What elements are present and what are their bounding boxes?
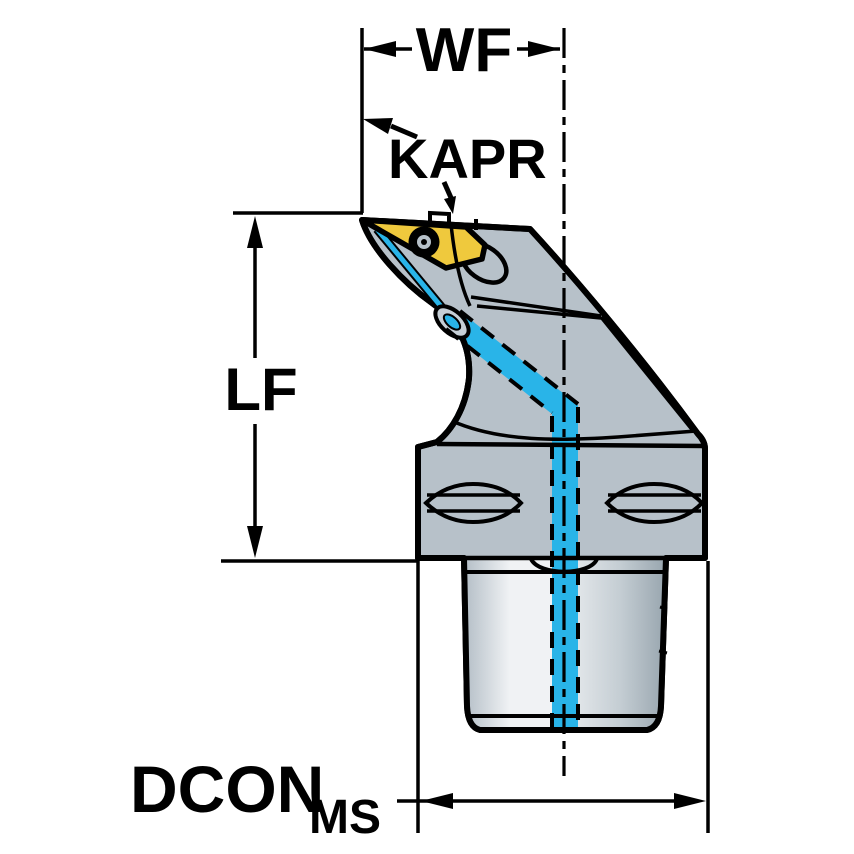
slot-left-groove-lines (427, 493, 520, 513)
dcon-arrow-right-icon (674, 793, 706, 809)
kapr-label: KAPR (388, 127, 547, 190)
coolant-duct (447, 312, 578, 729)
wf-arrow-right-icon (528, 41, 560, 57)
coolant-hidden-edge-lower (444, 327, 554, 415)
slot-right-groove-lines (608, 493, 701, 513)
dcon-subscript-label: MS (309, 791, 381, 844)
lf-arrow-down-icon (247, 526, 263, 558)
dcon-label: DCON (130, 752, 324, 826)
flange-slot-left (423, 481, 524, 525)
tool-head-details (359, 210, 696, 434)
kapr-leader-line-lower (441, 180, 455, 202)
wf-arrow-left-icon (364, 41, 396, 57)
kapr-arrow-upper-icon (363, 118, 393, 134)
coolant-channel (447, 312, 578, 729)
wf-label: WF (416, 16, 512, 85)
dcon-arrow-left-icon (421, 793, 453, 809)
lf-dimension: LF (221, 211, 418, 563)
kapr-leader-line-upper (390, 123, 418, 140)
wf-dimension: WF (360, 16, 560, 213)
lf-label: LF (224, 356, 297, 423)
clamp-tab-edge (428, 210, 478, 230)
flange-top-edge (436, 441, 706, 449)
kapr-arrow-lower-icon (444, 196, 456, 214)
kapr-annotation: KAPR (363, 118, 547, 214)
coolant-nozzle-bore (442, 313, 462, 331)
head-chamfer-edges (470, 295, 696, 434)
slot-left-outline (423, 481, 524, 525)
neck-fillet-ridge (451, 419, 697, 442)
insert-screw-center (421, 239, 427, 245)
dcon-dimension: DCON MS (130, 561, 710, 844)
insert-pocket-edge (449, 223, 472, 307)
lf-arrow-up-icon (247, 216, 263, 248)
hidden-coolant-lines (444, 309, 580, 727)
